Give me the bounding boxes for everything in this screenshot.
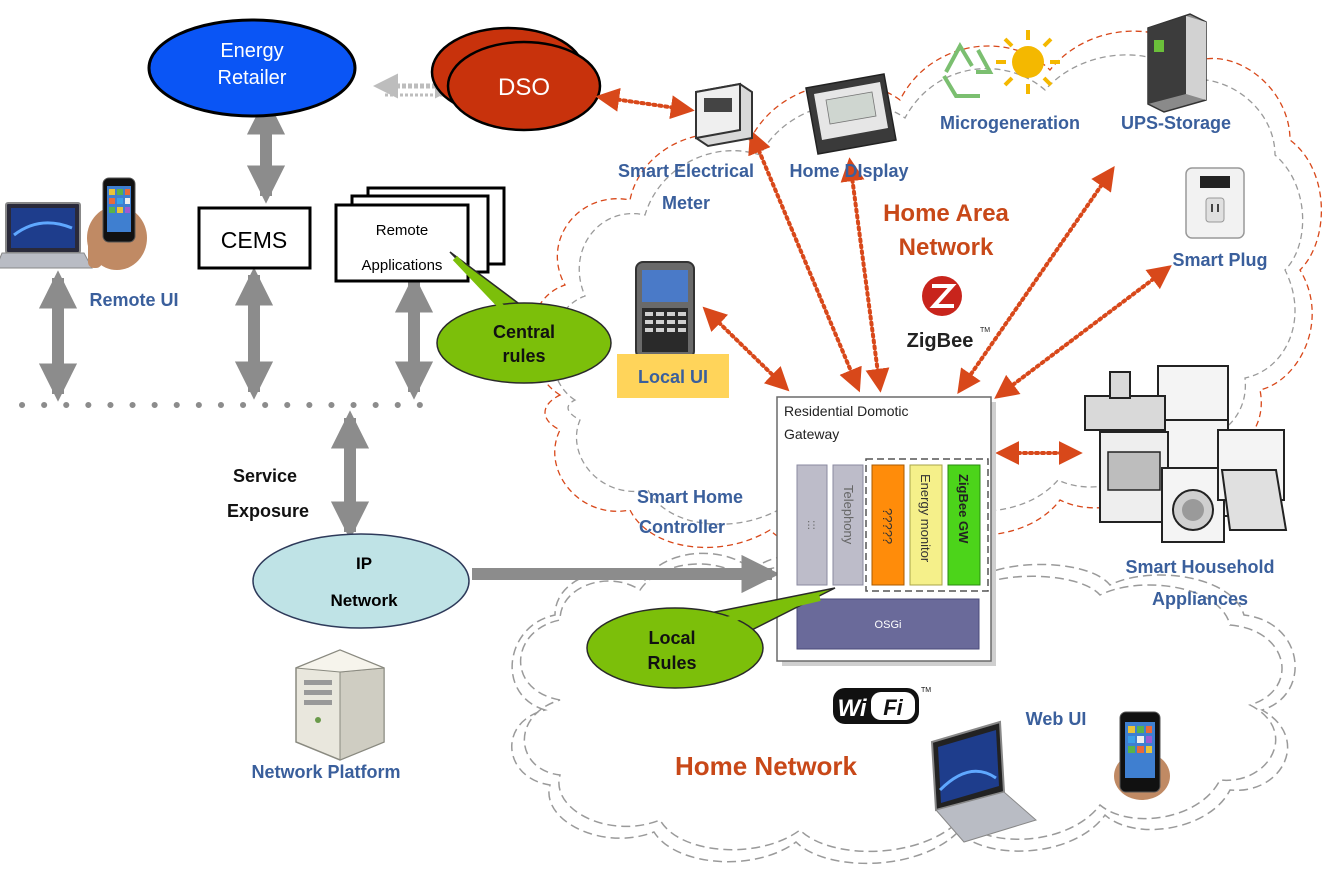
cems-node[interactable]: CEMS xyxy=(197,206,312,270)
display-gateway-link xyxy=(840,157,890,393)
home-display-icon xyxy=(805,73,897,155)
network-platform-label: Network Platform xyxy=(251,762,400,782)
server-icon xyxy=(295,649,385,761)
retailer-dso-link xyxy=(373,73,460,99)
smart-plug-icon xyxy=(1185,167,1245,239)
zigbee-logo: ZigBee TM xyxy=(907,276,990,352)
remote-apps-line1: Remote xyxy=(376,222,429,239)
remote-ui-label: Remote UI xyxy=(89,290,178,310)
energy-retailer-line1: Energy xyxy=(220,40,283,62)
shc-line2: Controller xyxy=(639,517,725,537)
central-rules-callout: Central rules xyxy=(436,251,612,384)
appliances-line1: Smart Household xyxy=(1125,557,1274,577)
service-exposure-line1: Service xyxy=(233,466,297,486)
network-platform-node[interactable]: Network Platform xyxy=(251,649,401,782)
gateway-title-line1: Residential Domotic xyxy=(784,403,909,419)
han-links xyxy=(595,87,1172,465)
smart-meter-line1: Smart Electrical xyxy=(618,161,754,181)
gateway-osgi-layer[interactable]: OSGi xyxy=(796,598,980,650)
gray-double-arrows xyxy=(38,96,780,594)
remote-ui-devices[interactable]: Remote UI xyxy=(0,177,179,310)
local-ui-node[interactable]: Local UI xyxy=(617,261,729,398)
svg-text:Telephony: Telephony xyxy=(841,485,856,545)
ups-storage-label: UPS-Storage xyxy=(1121,113,1231,133)
smart-meter-node[interactable]: Smart Electrical Meter xyxy=(618,82,754,213)
dso-label: DSO xyxy=(498,74,550,101)
svg-text:Fi: Fi xyxy=(883,695,903,720)
home-display-label: Home DIsplay xyxy=(789,161,908,181)
home-network-label: Home Network xyxy=(675,751,858,781)
remote-applications-node[interactable]: Remote Applications xyxy=(334,186,506,283)
localui-gateway-link xyxy=(702,306,790,392)
remote-laptop-icon xyxy=(0,202,93,269)
han-line1: Home Area xyxy=(883,200,1009,227)
han-line2: Network xyxy=(899,234,994,261)
svg-text:TM: TM xyxy=(921,687,931,694)
remote-phone-icon xyxy=(87,177,147,270)
cems-label: CEMS xyxy=(221,227,287,253)
svg-text:Energy monitor: Energy monitor xyxy=(918,474,933,563)
home-network-text: Home Network xyxy=(675,751,858,781)
smart-home-controller-label: Smart Home Controller xyxy=(637,487,743,537)
plug-gateway-link xyxy=(994,265,1172,399)
local-rules-callout: Local Rules xyxy=(586,587,836,689)
local-rules-line1: Local xyxy=(648,628,695,648)
web-ui-node[interactable]: Web UI xyxy=(930,709,1170,843)
sun-icon xyxy=(996,30,1060,94)
ip-network-line1: IP xyxy=(356,554,372,573)
smart-appliances-node[interactable]: Smart Household Appliances xyxy=(1084,365,1288,609)
energy-retailer-line2: Retailer xyxy=(218,67,287,89)
web-ui-label: Web UI xyxy=(1026,709,1087,729)
gateway-energy-group-box xyxy=(865,458,989,592)
svg-text:ZigBee GW: ZigBee GW xyxy=(956,474,971,544)
ip-network-node[interactable]: IP Network xyxy=(252,533,470,629)
gateway-module-dots[interactable]: ::: xyxy=(796,464,828,586)
smart-meter-line2: Meter xyxy=(662,193,710,213)
gateway-title-line2: Gateway xyxy=(784,426,839,442)
microgeneration-node[interactable]: Microgeneration xyxy=(940,30,1080,133)
central-rules-line1: Central xyxy=(493,322,555,342)
web-phone-icon xyxy=(1114,711,1170,800)
gateway-module-zigbee-gw[interactable]: ZigBee GW xyxy=(947,464,981,586)
gateway-module-telephony[interactable]: Telephony xyxy=(832,464,864,586)
gateway-module-energy-monitor[interactable]: Energy monitor xyxy=(909,464,943,586)
service-exposure-label: Service Exposure xyxy=(227,466,309,521)
wifi-logo: Wi Fi TM xyxy=(833,687,931,724)
microgeneration-label: Microgeneration xyxy=(940,113,1080,133)
svg-text:TM: TM xyxy=(980,327,990,334)
gateway-module-unknown[interactable]: ????? xyxy=(871,464,905,586)
shc-line1: Smart Home xyxy=(637,487,743,507)
energy-retailer-node[interactable]: Energy Retailer xyxy=(147,18,357,118)
service-exposure-line2: Exposure xyxy=(227,501,309,521)
home-area-network-label: Home Area Network xyxy=(883,200,1009,261)
dso-node[interactable]: DSO xyxy=(430,26,602,132)
web-laptop-icon xyxy=(930,720,1038,843)
home-network-cloud xyxy=(511,552,1296,865)
home-display-node[interactable]: Home DIsplay xyxy=(789,73,909,181)
local-rules-line2: Rules xyxy=(647,653,696,673)
central-rules-line2: rules xyxy=(502,346,545,366)
smart-plug-label: Smart Plug xyxy=(1172,250,1267,270)
meter-icon xyxy=(695,82,753,148)
remote-apps-line2: Applications xyxy=(362,257,443,274)
appliances-icon xyxy=(1084,365,1288,543)
ups-cabinet-icon xyxy=(1147,13,1207,113)
gateway-node[interactable]: Residential Domotic Gateway ::: Telephon… xyxy=(776,396,996,666)
svg-text:Wi: Wi xyxy=(837,695,867,722)
dso-meter-link xyxy=(595,87,695,120)
appliances-line2: Appliances xyxy=(1152,589,1248,609)
svg-text:?????: ????? xyxy=(880,508,895,544)
svg-text:ZigBee: ZigBee xyxy=(907,330,974,352)
svg-text:OSGi: OSGi xyxy=(875,619,902,631)
meter-gateway-link xyxy=(748,129,862,393)
local-phone-icon xyxy=(635,261,695,359)
ip-network-line2: Network xyxy=(330,591,398,610)
ups-storage-node[interactable]: UPS-Storage xyxy=(1121,13,1231,133)
local-ui-label: Local UI xyxy=(638,367,708,387)
smart-plug-node[interactable]: Smart Plug xyxy=(1172,167,1268,270)
svg-text::::: ::: xyxy=(805,520,819,530)
recycle-icon xyxy=(942,41,994,98)
